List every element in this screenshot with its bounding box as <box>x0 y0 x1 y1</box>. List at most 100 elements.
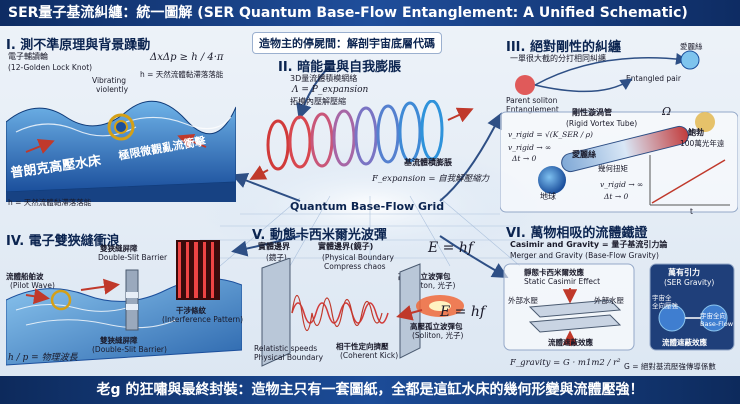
panel6-gravity-cn: 萬有引力 <box>668 268 700 277</box>
electron-knot-icon <box>50 289 72 311</box>
panel6-outer-left: 外部水壓 <box>508 296 538 305</box>
panel3-bao2: 100萬光年遠 <box>680 139 725 148</box>
panel5-formula2: E = hf <box>440 304 486 320</box>
panel5-soliton1-cn: 高壓孤立波彈包 <box>398 272 451 281</box>
alice-sphere-icon <box>680 50 700 70</box>
bob-icon <box>695 112 715 132</box>
panel1-title: I. 測不準原理與背景躁動 <box>6 38 151 53</box>
panel4-pilot-cn: 流體船舶波 <box>6 272 44 281</box>
panel6-line1: Casimir and Gravity = 量子基流引力論 <box>510 240 668 249</box>
panel3-tube-cn: 剛性漩渦管 <box>572 108 612 117</box>
panel6-casimir-cn: 靜態卡西米爾效應 <box>524 268 584 277</box>
casimir-plate-top <box>528 299 622 318</box>
rigid-vortex-tube <box>561 125 689 173</box>
panel3-parent2: Entanglement <box>506 105 559 114</box>
panel4-title: IV. 電子雙狹縫衝浪 <box>6 234 120 249</box>
panel2-title: II. 暗能量與自我膨脹 <box>278 60 402 75</box>
panel4-pilot-en: (Pilot Wave) <box>10 281 55 290</box>
panel3-axis-t: t <box>690 207 693 216</box>
panel1-bottom-note: h = 天然流體黏滯落落能 <box>8 198 92 207</box>
panel6-universe-l2: 全向壓強 <box>652 302 678 310</box>
panel3-diagram <box>500 50 738 213</box>
panel5-soliton2-en: (Soliton, 光子) <box>412 331 464 340</box>
panel5-title: V. 動態卡西米爾光波彈 <box>252 228 387 243</box>
panel3-formula-b: v_rigid → ∞ <box>508 143 552 152</box>
panel6-casimir-en: Static Casimir Effect <box>524 277 601 286</box>
panel4-barrier1-en: Double-Slit Barrier <box>98 253 168 262</box>
title-banner: SER量子基流糾纏：統一圖解 (SER Quantum Base-Flow En… <box>0 0 740 26</box>
panel6-gravity-en: (SER Gravity) <box>664 278 715 287</box>
earth-icon <box>538 166 566 194</box>
panel5-rel1: Relatistic speeds <box>254 344 318 353</box>
panel6-title: VI. 萬物相吸的流體鐵證 <box>506 226 648 241</box>
panel6-diagram <box>503 263 735 351</box>
panel1-formula: ΔxΔp ≥ h / 4·π <box>150 52 224 63</box>
panel5-b2-cn: 實體邊界(鏡子) <box>318 242 374 251</box>
panel6-formula: F_gravity = G · m1m2 / r² <box>510 358 621 368</box>
double-slit-barrier <box>125 269 139 331</box>
panel3-tube-en: (Rigid Vortex Tube) <box>566 119 638 128</box>
panel1-vibrating: Vibrating <box>92 76 127 85</box>
panel5-rel2: Physical Boundary <box>254 353 324 362</box>
panel6-shield2: 流體遮蔽效應 <box>662 338 707 347</box>
panel4-water-surface <box>6 240 242 366</box>
center-grid-label: Quantum Base-Flow Grid <box>290 200 445 213</box>
panel5-soliton1-en: (Soliton, 光子) <box>404 281 456 290</box>
panel5-b2-en: (Physical Boundary <box>322 253 394 262</box>
panel6-universe-r2: Base-Flow <box>700 320 734 328</box>
panel4-interference-cn: 干涉條紋 <box>176 306 206 315</box>
golden-knot-icon <box>107 113 135 141</box>
panel6-universe-l: 宇宙全 <box>652 294 672 302</box>
panel1-violently: violently <box>96 85 129 94</box>
casimir-plate-bottom <box>528 314 622 333</box>
panel3-title: III. 絕對剛性的糾纏 <box>506 40 621 55</box>
panel4-interference-en: (Interference Pattern) <box>162 315 244 324</box>
panel5-formula: E = hf <box>428 240 474 256</box>
panel6-universe-r: 宇宙全向 <box>700 312 726 320</box>
panel2-formula: Λ = P_expansion <box>292 85 369 95</box>
panel2-formula2: F_expansion = 自我解壓縮力 <box>372 174 490 184</box>
background-grid <box>180 65 560 278</box>
panel3-earth: 地球 <box>540 192 556 201</box>
panel2-label-expand: 基流體積膨脹 <box>404 158 452 167</box>
footer-banner: 老g 的狂嘯與最終封裝：造物主只有一套圖紙，全都是這缸水床的幾何形變與流體壓強！ <box>0 376 740 404</box>
panel2-line1: 3D量流體積模網絡 <box>290 74 358 83</box>
panel4-formula: h / p = 物理波長 <box>8 353 78 363</box>
panel6-g-note: G = 絕對基流壓強傳導係數 <box>624 362 716 371</box>
panel4-barrier1-cn: 雙狹縫屏障 <box>100 244 138 253</box>
parent-soliton-icon <box>515 75 535 95</box>
panel2-line3: 拓模內壓解壓縮 <box>290 97 346 106</box>
panel6-shield1: 流體遮蔽效應 <box>548 338 593 347</box>
panel1-knot-sub: (12-Golden Lock Knot) <box>8 63 93 72</box>
panel3-omega: Ω <box>662 105 672 118</box>
panel5-b1-sub: (鏡子) <box>266 253 287 262</box>
panel4-barrier2-cn: 雙狹縫屏障 <box>100 336 138 345</box>
panel1-h-note: h = 天然流體黏滯落落能 <box>140 70 224 79</box>
mirror-left <box>261 258 291 367</box>
panel3-formula-d: v_rigid → ∞ <box>600 180 644 189</box>
panel3-subtitle: 一單很大截的分打相同糾纏 <box>510 54 606 63</box>
panel5-soliton2-cn: 高壓孤立波彈包 <box>410 322 463 331</box>
panel3-entangled: Entangled pair <box>626 74 681 83</box>
panel3-bao: 鮑勃 <box>688 128 704 137</box>
panel5-b1-cn: 實體邊界 <box>258 242 290 251</box>
panel4-barrier2-en: (Double-Slit Barrier) <box>92 345 167 354</box>
panel3-formula-c: Δt → 0 <box>512 154 537 163</box>
center-callout: 造物主的停屍間：解剖宇宙底層代碼 <box>252 32 442 54</box>
panel5-b2-en2: Compress chaos <box>324 262 386 271</box>
panel5-cavity <box>261 258 464 367</box>
panel3-love-top: 愛麗絲 <box>680 42 703 51</box>
panel3-formula-a: v_rigid = √(K_SER / ρ) <box>508 130 593 139</box>
panel2-spring-coil <box>249 100 474 180</box>
panel3-parent1: Parent soliton <box>506 96 558 105</box>
panel5-coherent-en: (Coherent Kick) <box>340 351 399 360</box>
panel1-knot-label: 電子輔讀輪 <box>8 52 48 61</box>
panel6-outer-right: 外部水壓 <box>594 296 624 305</box>
panel5-coherent-cn: 相干性定向擠壓 <box>336 342 389 351</box>
panel3-love-left: 愛麗絲 <box>572 150 596 159</box>
panel3-twist: 幾何扭矩 <box>598 164 628 173</box>
panel1-water-block <box>6 100 236 202</box>
panel3-formula-e: Δt → 0 <box>604 192 629 201</box>
panel6-line2: Merger and Gravity (Base-Flow Gravity) <box>510 251 659 260</box>
